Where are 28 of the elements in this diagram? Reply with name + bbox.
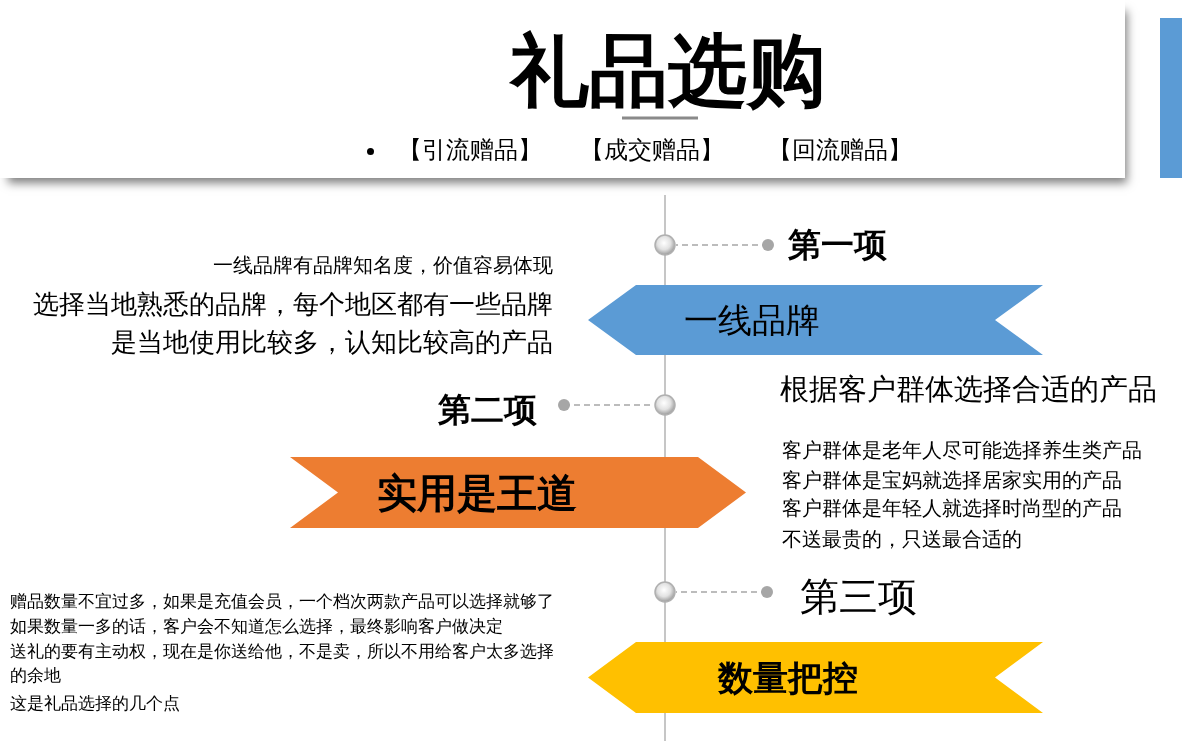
gift-type-label: 【成交赠品】: [580, 136, 724, 165]
description-text: 客户群体是年轻人就选择时尚型的产品: [782, 496, 1122, 520]
ribbon-banner: [588, 642, 1043, 713]
description-text: 赠品数量不宜过多，如果是充值会员，一个档次两款产品可以选择就够了: [10, 590, 554, 613]
description-text: 送礼的要有主动权，现在是你送给他，不是卖，所以不用给客户太多选择的余地: [10, 640, 555, 687]
timeline-marker-icon: [654, 234, 676, 256]
step-label: 第二项: [438, 390, 564, 430]
gift-type-label: 【引流赠品】: [398, 136, 542, 165]
step-label: 第一项: [768, 225, 887, 265]
gift-type-label: 【回流赠品】: [768, 136, 912, 165]
slide-title: 礼品选购: [510, 28, 826, 115]
description-text: 如果数量一多的话，客户会不知道怎么选择，最终影响客户做决定: [10, 615, 503, 638]
leader-line: [675, 239, 774, 251]
step-label: 第三项: [767, 574, 917, 620]
description-text: 客户群体是宝妈就选择居家实用的产品: [782, 468, 1122, 492]
timeline-marker-icon: [654, 394, 676, 416]
ribbon-banner: [588, 285, 1043, 355]
description-text: 这是礼品选择的几个点: [10, 692, 180, 715]
description-text: 不送最贵的，只送最合适的: [782, 527, 1022, 551]
section-heading: 根据客户群体选择合适的产品: [780, 372, 1157, 406]
description-text: 客户群体是老年人尽可能选择养生类产品: [782, 438, 1142, 462]
banner-label: 数量把控: [718, 656, 858, 700]
description-text: 一线品牌有品牌知名度，价值容易体现: [213, 253, 553, 277]
description-text: 选择当地熟悉的品牌，每个地区都有一些品牌是当地使用比较多，认知比较高的产品: [32, 288, 553, 359]
timeline-marker-icon: [654, 581, 676, 603]
banner-label: 一线品牌: [684, 298, 820, 342]
ribbon-banner: [290, 457, 746, 528]
banner-label: 实用是王道: [377, 468, 577, 518]
